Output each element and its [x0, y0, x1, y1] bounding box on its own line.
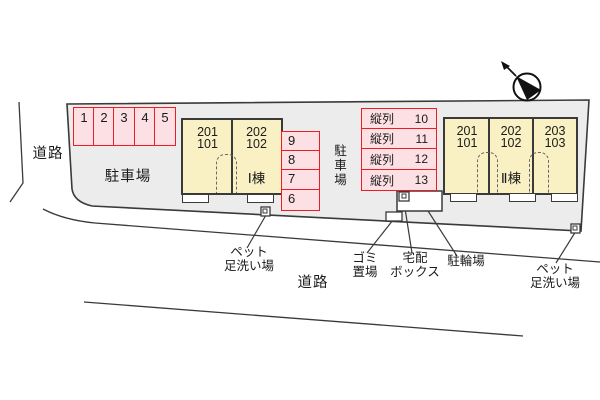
pet-wash-station-right-icon-inner	[572, 225, 578, 231]
leader-garbage	[366, 219, 394, 254]
parking-lot-label-left: 駐車場	[104, 169, 152, 185]
parking-space-7: 7	[281, 169, 320, 191]
parking-space-5: 5	[154, 107, 176, 146]
road-edge-near	[42, 208, 600, 263]
building-1-name: Ⅰ棟	[247, 171, 266, 186]
building-1-entrance-2	[247, 193, 274, 203]
road-edge-left	[9, 101, 24, 203]
leader-pet-wash-left	[246, 214, 267, 249]
building-2-stair-1	[477, 152, 498, 193]
road-label-bottom: 道路	[297, 275, 329, 291]
parking-space-8: 8	[281, 150, 320, 171]
pet-wash-station-right-icon	[570, 223, 581, 234]
building-2-unit-1: 201 101	[456, 124, 478, 150]
building-2-divider-1	[488, 119, 490, 193]
building-1-stair	[216, 154, 237, 193]
building-1-unit-1: 201 101	[197, 125, 218, 151]
parking-space-2: 2	[93, 107, 115, 146]
pet-wash-label-right: ペット 足洗い場	[529, 262, 580, 290]
building-2-unit-3: 203 103	[544, 124, 566, 150]
building-2-entrance-3	[551, 193, 578, 202]
road-label-left: 道路	[32, 146, 64, 162]
parking-lot-label-middle: 駐車場	[332, 144, 346, 188]
parking-space-3: 3	[113, 107, 135, 146]
pet-wash-label-left: ペット 足洗い場	[223, 245, 274, 273]
bicycle-parking-label: 駐輪場	[447, 254, 485, 268]
delivery-box-label: 宅配 ボックス	[390, 251, 440, 279]
pet-wash-station-left-icon	[260, 206, 271, 217]
pet-wash-station-left-icon-inner	[262, 208, 268, 214]
north-arrow-icon	[501, 61, 542, 102]
tandem-space-13: 縦列 13	[361, 169, 437, 191]
building-1-entrance-1	[182, 193, 209, 203]
tandem-space-10: 縦列 10	[361, 108, 437, 129]
building-2-unit-2: 202 102	[500, 124, 522, 150]
parking-space-4: 4	[134, 107, 156, 146]
building-2-name: Ⅱ棟	[500, 171, 522, 186]
parking-space-6: 6	[281, 189, 320, 211]
parking-space-1: 1	[73, 107, 95, 146]
parking-space-9: 9	[281, 131, 320, 152]
garbage-label: ゴミ 置場	[352, 251, 378, 279]
building-2-stair-2	[529, 152, 549, 193]
delivery-box-icon-inner	[401, 193, 407, 199]
tandem-space-12: 縦列 12	[361, 148, 437, 170]
garbage-station-icon	[385, 211, 403, 222]
building-2-entrance-2	[509, 193, 536, 202]
leader-pet-wash-right	[555, 230, 577, 264]
building-2: 201 101 202 102 203 103 Ⅱ棟	[443, 117, 578, 195]
building-1: 201 101 202 102 Ⅰ棟	[181, 118, 283, 195]
tandem-space-11: 縦列 11	[361, 128, 437, 149]
road-edge-far	[83, 301, 524, 337]
building-2-entrance-1	[450, 193, 477, 202]
building-1-unit-2: 202 102	[246, 125, 267, 151]
delivery-box-icon	[398, 191, 410, 202]
